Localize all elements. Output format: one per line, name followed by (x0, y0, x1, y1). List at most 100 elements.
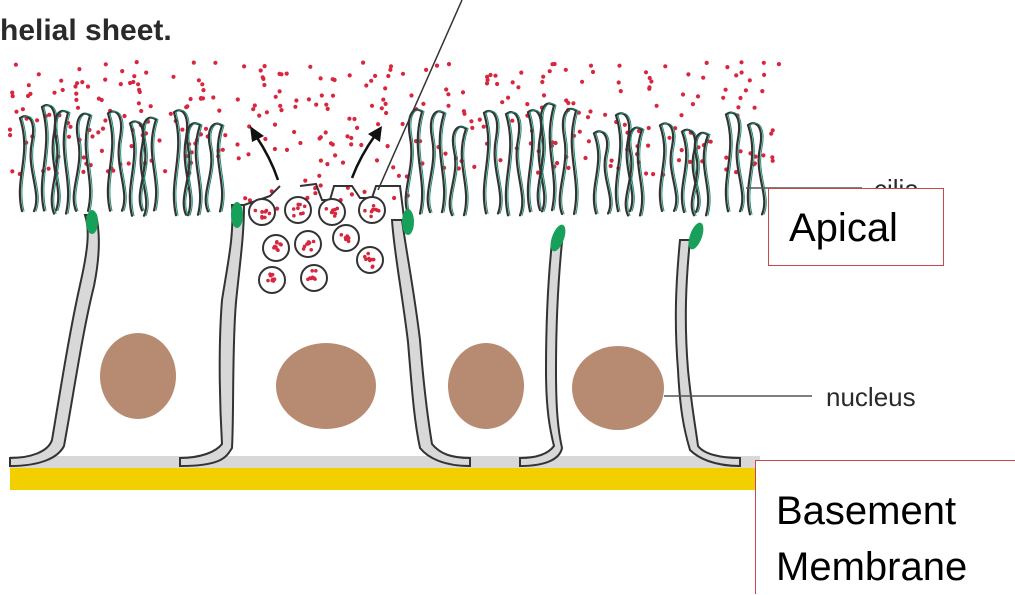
mucus-dot (285, 148, 289, 152)
secretion-arrows (256, 134, 376, 180)
mucus-dot (119, 82, 123, 86)
mucus-dot (80, 80, 84, 84)
mucus-dot (701, 76, 705, 80)
mucus-dot (740, 70, 744, 74)
mucus-dot (587, 139, 591, 143)
mucus-dot (184, 105, 188, 109)
mucus-dot (10, 169, 14, 173)
mucus-dot (409, 93, 413, 97)
mucus-dot (313, 191, 317, 195)
mucus-dot (541, 75, 545, 79)
mucus-dot (761, 153, 765, 157)
mucus-dot (352, 117, 356, 121)
mucus-dot (644, 171, 648, 175)
apical-callout: Apical (768, 188, 944, 266)
mucus-dot (35, 118, 39, 122)
mucus-dot (724, 88, 728, 92)
mucus-dot (100, 149, 104, 153)
nuclei (100, 333, 664, 430)
mucus-dot (341, 161, 345, 165)
mucus-dot (443, 152, 447, 156)
mucus-dot (655, 104, 659, 108)
granule-dot (306, 242, 310, 246)
mucus-dot (76, 106, 80, 110)
mucus-dot (263, 137, 267, 141)
mucus-dot (725, 65, 729, 69)
mucus-dot (213, 61, 217, 65)
secretory-granules (249, 197, 385, 293)
mucus-dot (498, 158, 502, 162)
basement-membrane-yellow (10, 468, 760, 490)
cell-wall-4 (520, 242, 562, 466)
mucus-dot (308, 65, 312, 69)
mucus-dot (586, 115, 590, 119)
nucleus-4 (572, 346, 664, 430)
mucus-dot (542, 93, 546, 97)
mucus-dot (278, 89, 282, 93)
granule-dot (309, 248, 313, 252)
mucus-dot (461, 90, 465, 94)
mucus-dot (77, 67, 81, 71)
mucus-dot (401, 72, 405, 76)
mucus-dot (189, 97, 193, 101)
mucus-dot (355, 126, 359, 130)
mucus-dot (279, 72, 283, 76)
nucleus-2 (276, 343, 376, 429)
mucus-dot (204, 127, 208, 131)
mucus-dot (588, 109, 592, 113)
mucus-dot (681, 92, 685, 96)
mucus-dot (724, 156, 728, 160)
mucus-dot (646, 144, 650, 148)
mucus-dot (127, 161, 131, 165)
granule-dot (366, 252, 370, 256)
mucus-dot (163, 169, 167, 173)
mucus-dot (81, 170, 85, 174)
mucus-dot (446, 92, 450, 96)
granule-dot (303, 205, 307, 209)
mucus-dot (294, 98, 298, 102)
granule-dot (299, 212, 303, 216)
mucus-dot (292, 130, 296, 134)
mucus-dot (348, 73, 352, 77)
mucus-dot (721, 96, 725, 100)
mucus-dot (691, 102, 695, 106)
mucus-dot (493, 74, 497, 78)
mucus-dot (696, 94, 700, 98)
mucus-dot (680, 148, 684, 152)
mucus-dot (211, 95, 215, 99)
granule-dot (274, 245, 278, 249)
basement-callout-line1: Basement (776, 483, 1015, 539)
mucus-dot (59, 79, 63, 83)
arrow-left (256, 136, 278, 180)
mucus-dot (319, 76, 323, 80)
mucus-dot (421, 102, 425, 106)
mucus-dot (82, 155, 86, 159)
granule-dot (374, 208, 378, 212)
granule-dot (292, 214, 296, 218)
mucus-dot (679, 113, 683, 117)
mucus-dot (137, 101, 141, 105)
nucleus-1 (100, 333, 176, 419)
mucus-dot (591, 70, 595, 74)
mucus-dot (265, 110, 269, 114)
mucus-dot (67, 135, 71, 139)
mucus-dot (462, 109, 466, 113)
arrow-right (352, 134, 376, 178)
granule-dot (340, 233, 344, 237)
granule-dot (371, 265, 375, 269)
mucus-dot (201, 96, 205, 100)
mucus-dot (349, 136, 353, 140)
mucus-dot (75, 81, 79, 85)
mucus-dot (663, 64, 667, 68)
mucus-dot (564, 68, 568, 72)
mucus-dot (192, 61, 196, 65)
mucus-dot (506, 96, 510, 100)
mucus-dot (278, 104, 282, 108)
mucus-dot (548, 69, 552, 73)
mucus-dot (197, 78, 201, 82)
mucus-dot (525, 102, 529, 106)
mucus-dot (583, 156, 587, 160)
mucus-dot (74, 92, 78, 96)
granule-dot (345, 237, 349, 241)
mucus-dot (68, 125, 72, 129)
